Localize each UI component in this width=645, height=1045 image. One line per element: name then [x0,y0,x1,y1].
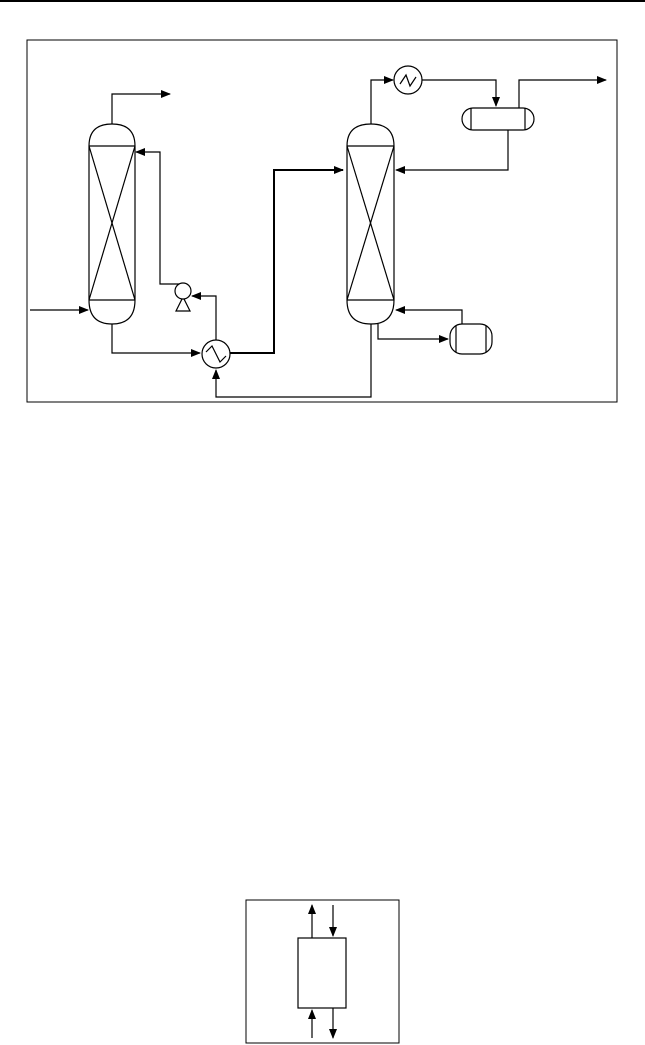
column-box [298,938,346,1008]
exchanger-lean-outlet-stream [192,296,216,342]
condenser [394,66,422,94]
stripper-column [347,124,394,324]
lean-rich-heat-exchanger [202,340,230,368]
rich-solvent-stream [112,324,200,353]
reboiler-feed-stream [378,324,448,339]
process-flow-diagram [27,40,617,402]
condenser-outlet-stream [422,80,496,106]
reboiler [450,324,492,354]
stripper-overhead-stream [371,80,393,124]
column-block-diagram [246,900,399,1043]
pump [175,283,191,311]
reflux-drum [462,108,534,130]
heated-rich-solvent-stream [230,170,343,353]
lean-solvent-to-absorber-stream [136,152,183,284]
acid-gas-product-stream [519,80,606,108]
absorber-column [89,124,135,324]
stripper-bottoms-return-stream [216,324,371,397]
absorber-gas-outlet-stream [112,94,170,124]
reflux-return-stream [396,130,508,170]
reboiler-vapour-return-stream [396,310,462,324]
